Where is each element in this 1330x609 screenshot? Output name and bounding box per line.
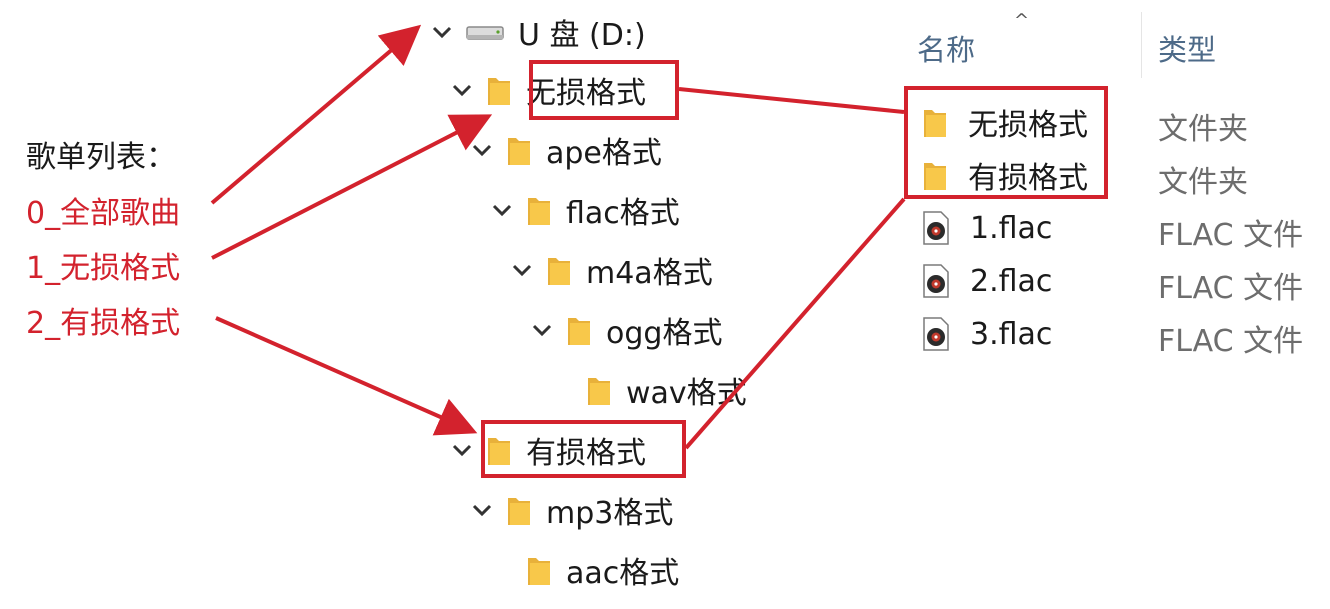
chevron-down-icon[interactable] [488,196,516,224]
tree-indent-spacer [488,556,516,584]
chevron-down-icon[interactable] [428,18,456,46]
column-header-name[interactable]: 名称 [917,33,976,67]
audio-file-icon [922,264,950,298]
tree-label-drive: U 盘 (D:) [518,18,646,53]
file-name: 无损格式 [968,108,1088,143]
tree-label-m4a: m4a格式 [586,256,713,291]
file-type: 文件夹 [1158,165,1248,200]
arrow-lossless-to-tree [211,114,493,260]
audio-file-icon [922,211,950,245]
folder-icon [566,313,592,347]
sort-ascending-icon[interactable]: ^ [1014,10,1030,31]
usb-drive-icon [466,21,504,43]
arrow-all-songs-to-drive [210,24,422,205]
file-row-1-flac[interactable]: 1.flac [922,203,1052,253]
tree-label-wav: wav格式 [626,376,747,411]
file-row-lossy[interactable]: 有损格式 [922,150,1088,200]
legend-item-all-songs: 0_全部歌曲 [26,196,181,231]
folder-icon [526,193,552,227]
file-type: FLAC 文件 [1158,271,1304,306]
folder-icon [526,553,552,587]
folder-icon [486,73,512,107]
column-divider[interactable] [1141,12,1142,78]
chevron-down-icon[interactable] [448,76,476,104]
chevron-down-icon[interactable] [468,136,496,164]
legend-title: 歌单列表： [26,140,176,175]
highlight-box-tree-lossless [529,60,679,120]
chevron-down-icon[interactable] [448,436,476,464]
tree-label-mp3: mp3格式 [546,496,674,531]
file-name: 1.flac [970,210,1053,246]
tree-item-ogg[interactable]: ogg格式 [528,308,722,352]
tree-label-aac: aac格式 [566,556,680,591]
folder-icon [506,133,532,167]
folder-icon [922,158,948,192]
file-type: FLAC 文件 [1158,324,1304,359]
tree-item-mp3[interactable]: mp3格式 [468,488,673,532]
connector-lossless-to-files [678,87,905,114]
tree-label-lossless: 无损格式 [526,76,646,111]
file-row-2-flac[interactable]: 2.flac [922,256,1052,306]
folder-icon [586,373,612,407]
tree-item-drive[interactable]: U 盘 (D:) [428,10,646,54]
tree-label-lossy: 有损格式 [526,436,646,471]
legend-item-lossless: 1_无损格式 [26,251,181,286]
tree-item-lossy[interactable]: 有损格式 [448,428,646,472]
column-header-type[interactable]: 类型 [1158,33,1217,67]
file-name: 2.flac [970,263,1053,299]
tree-label-ogg: ogg格式 [606,316,723,351]
tree-indent-spacer [548,376,576,404]
legend-item-lossy: 2_有损格式 [26,306,181,341]
tree-label-ape: ape格式 [546,136,662,171]
folder-icon [506,493,532,527]
tree-item-lossless[interactable]: 无损格式 [448,68,646,112]
folder-icon [546,253,572,287]
tree-item-ape[interactable]: ape格式 [468,128,662,172]
folder-icon [922,105,948,139]
highlight-box-file-folders [904,86,1108,199]
file-name: 3.flac [970,316,1053,352]
tree-item-wav[interactable]: wav格式 [548,368,747,412]
highlight-box-tree-lossy [481,420,686,478]
chevron-down-icon[interactable] [508,256,536,284]
tree-item-aac[interactable]: aac格式 [488,548,679,592]
chevron-down-icon[interactable] [528,316,556,344]
file-type: FLAC 文件 [1158,218,1304,253]
file-name: 有损格式 [968,161,1088,196]
arrow-lossy-to-tree [215,316,478,436]
file-row-3-flac[interactable]: 3.flac [922,309,1052,359]
tree-item-flac[interactable]: flac格式 [488,188,680,232]
audio-file-icon [922,317,950,351]
file-row-lossless[interactable]: 无损格式 [922,97,1088,147]
file-type: 文件夹 [1158,112,1248,147]
chevron-down-icon[interactable] [468,496,496,524]
tree-item-m4a[interactable]: m4a格式 [508,248,713,292]
tree-label-flac: flac格式 [566,196,680,231]
folder-icon [486,433,512,467]
